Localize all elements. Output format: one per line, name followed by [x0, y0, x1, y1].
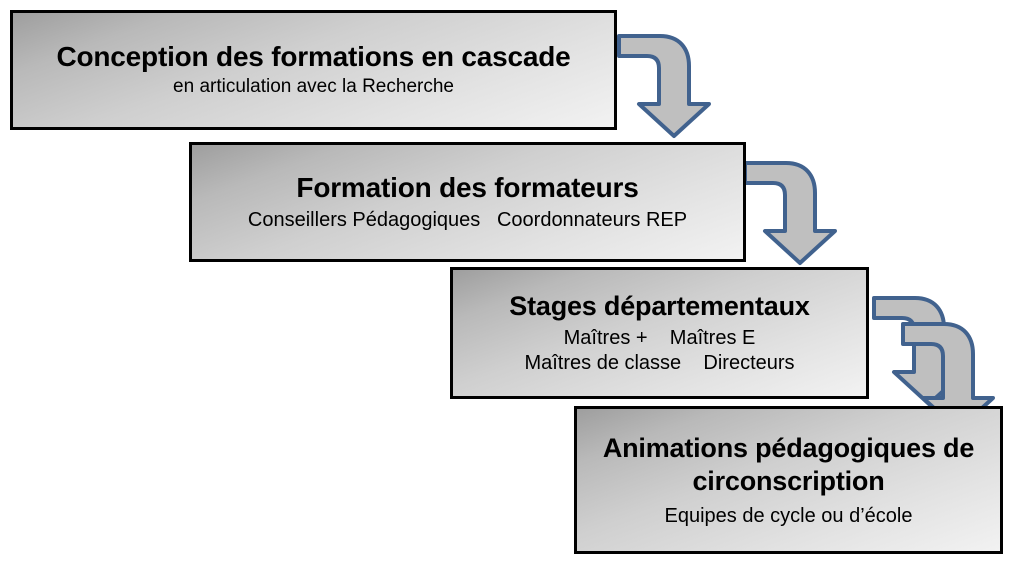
bent-arrow-down-icon-2 [742, 157, 846, 267]
box-title: Stages départementaux [509, 291, 810, 322]
box-subtitle: en articulation avec la Recherche [173, 76, 454, 98]
process-box-animations-pedagogiques[interactable]: Animations pédagogiques de circonscripti… [574, 406, 1003, 554]
bent-arrow-down-icon-1 [616, 30, 720, 140]
box-title: Formation des formateurs [296, 171, 639, 203]
process-box-stages-departementaux[interactable]: Stages départementaux Maîtres + Maîtres … [450, 267, 869, 399]
box-subtitle-line-2: Maîtres de classe Directeurs [524, 351, 795, 374]
box-subtitle: Conseillers Pédagogiques Coordonnateurs … [247, 209, 688, 232]
box-subtitle: Equipes de cycle ou d’école [664, 504, 913, 527]
process-box-formation-formateurs[interactable]: Formation des formateurs Conseillers Péd… [189, 142, 746, 262]
box-subtitle-line-1: Maîtres + Maîtres E [563, 326, 756, 349]
box-title: Conception des formations en cascade [56, 40, 571, 72]
process-box-conception[interactable]: Conception des formations en cascade en … [10, 10, 617, 130]
box-title: Animations pédagogiques de circonscripti… [602, 433, 975, 496]
